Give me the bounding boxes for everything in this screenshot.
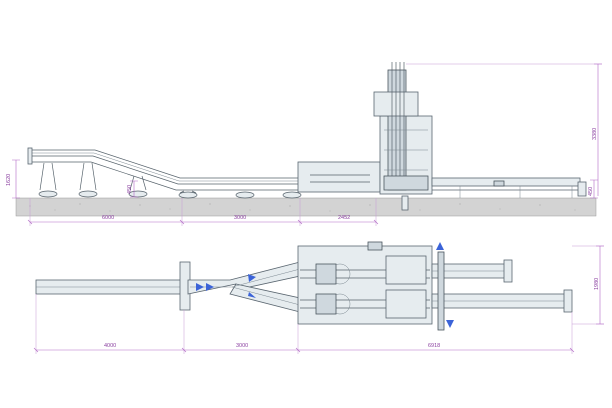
dim-total-height: 3380 (592, 128, 598, 140)
floor-slab (15, 197, 597, 217)
dim-side-segment-1: 6000 (102, 215, 114, 221)
incline-conveyor (27, 147, 300, 191)
dim-height-left: 1620 (6, 174, 12, 186)
dim-top-segment-1: 4000 (104, 343, 116, 349)
dim-width-right: 1980 (594, 278, 600, 290)
outfeed-lanes (431, 251, 573, 331)
side-view: 1620 450 450 3380 6000 3000 2452 (6, 62, 602, 226)
stacker-machine-top (297, 241, 433, 325)
flow-arrow-icon (196, 283, 204, 291)
flow-arrow-icon (206, 283, 214, 291)
dim-top-segment-3: 6918 (428, 343, 440, 349)
dim-height-right: 450 (588, 187, 594, 196)
dim-ramp-height: 450 (127, 185, 133, 194)
flow-arrow-icon (436, 242, 444, 250)
top-view: 1980 4000 3000 6918 (33, 241, 604, 354)
dim-top-segment-2: 3000 (236, 343, 248, 349)
stacker-machine (297, 62, 433, 211)
flow-arrow-icon (248, 292, 256, 298)
split-lanes (187, 261, 301, 313)
dim-side-segment-2: 3000 (234, 215, 246, 221)
dim-side-segment-3: 2452 (338, 215, 350, 221)
flow-arrow-icon (248, 274, 256, 282)
conveyor-supports (38, 162, 302, 199)
flow-arrow-icon (446, 320, 454, 328)
floor-texture (29, 203, 576, 212)
outfeed-conveyor (431, 177, 587, 198)
